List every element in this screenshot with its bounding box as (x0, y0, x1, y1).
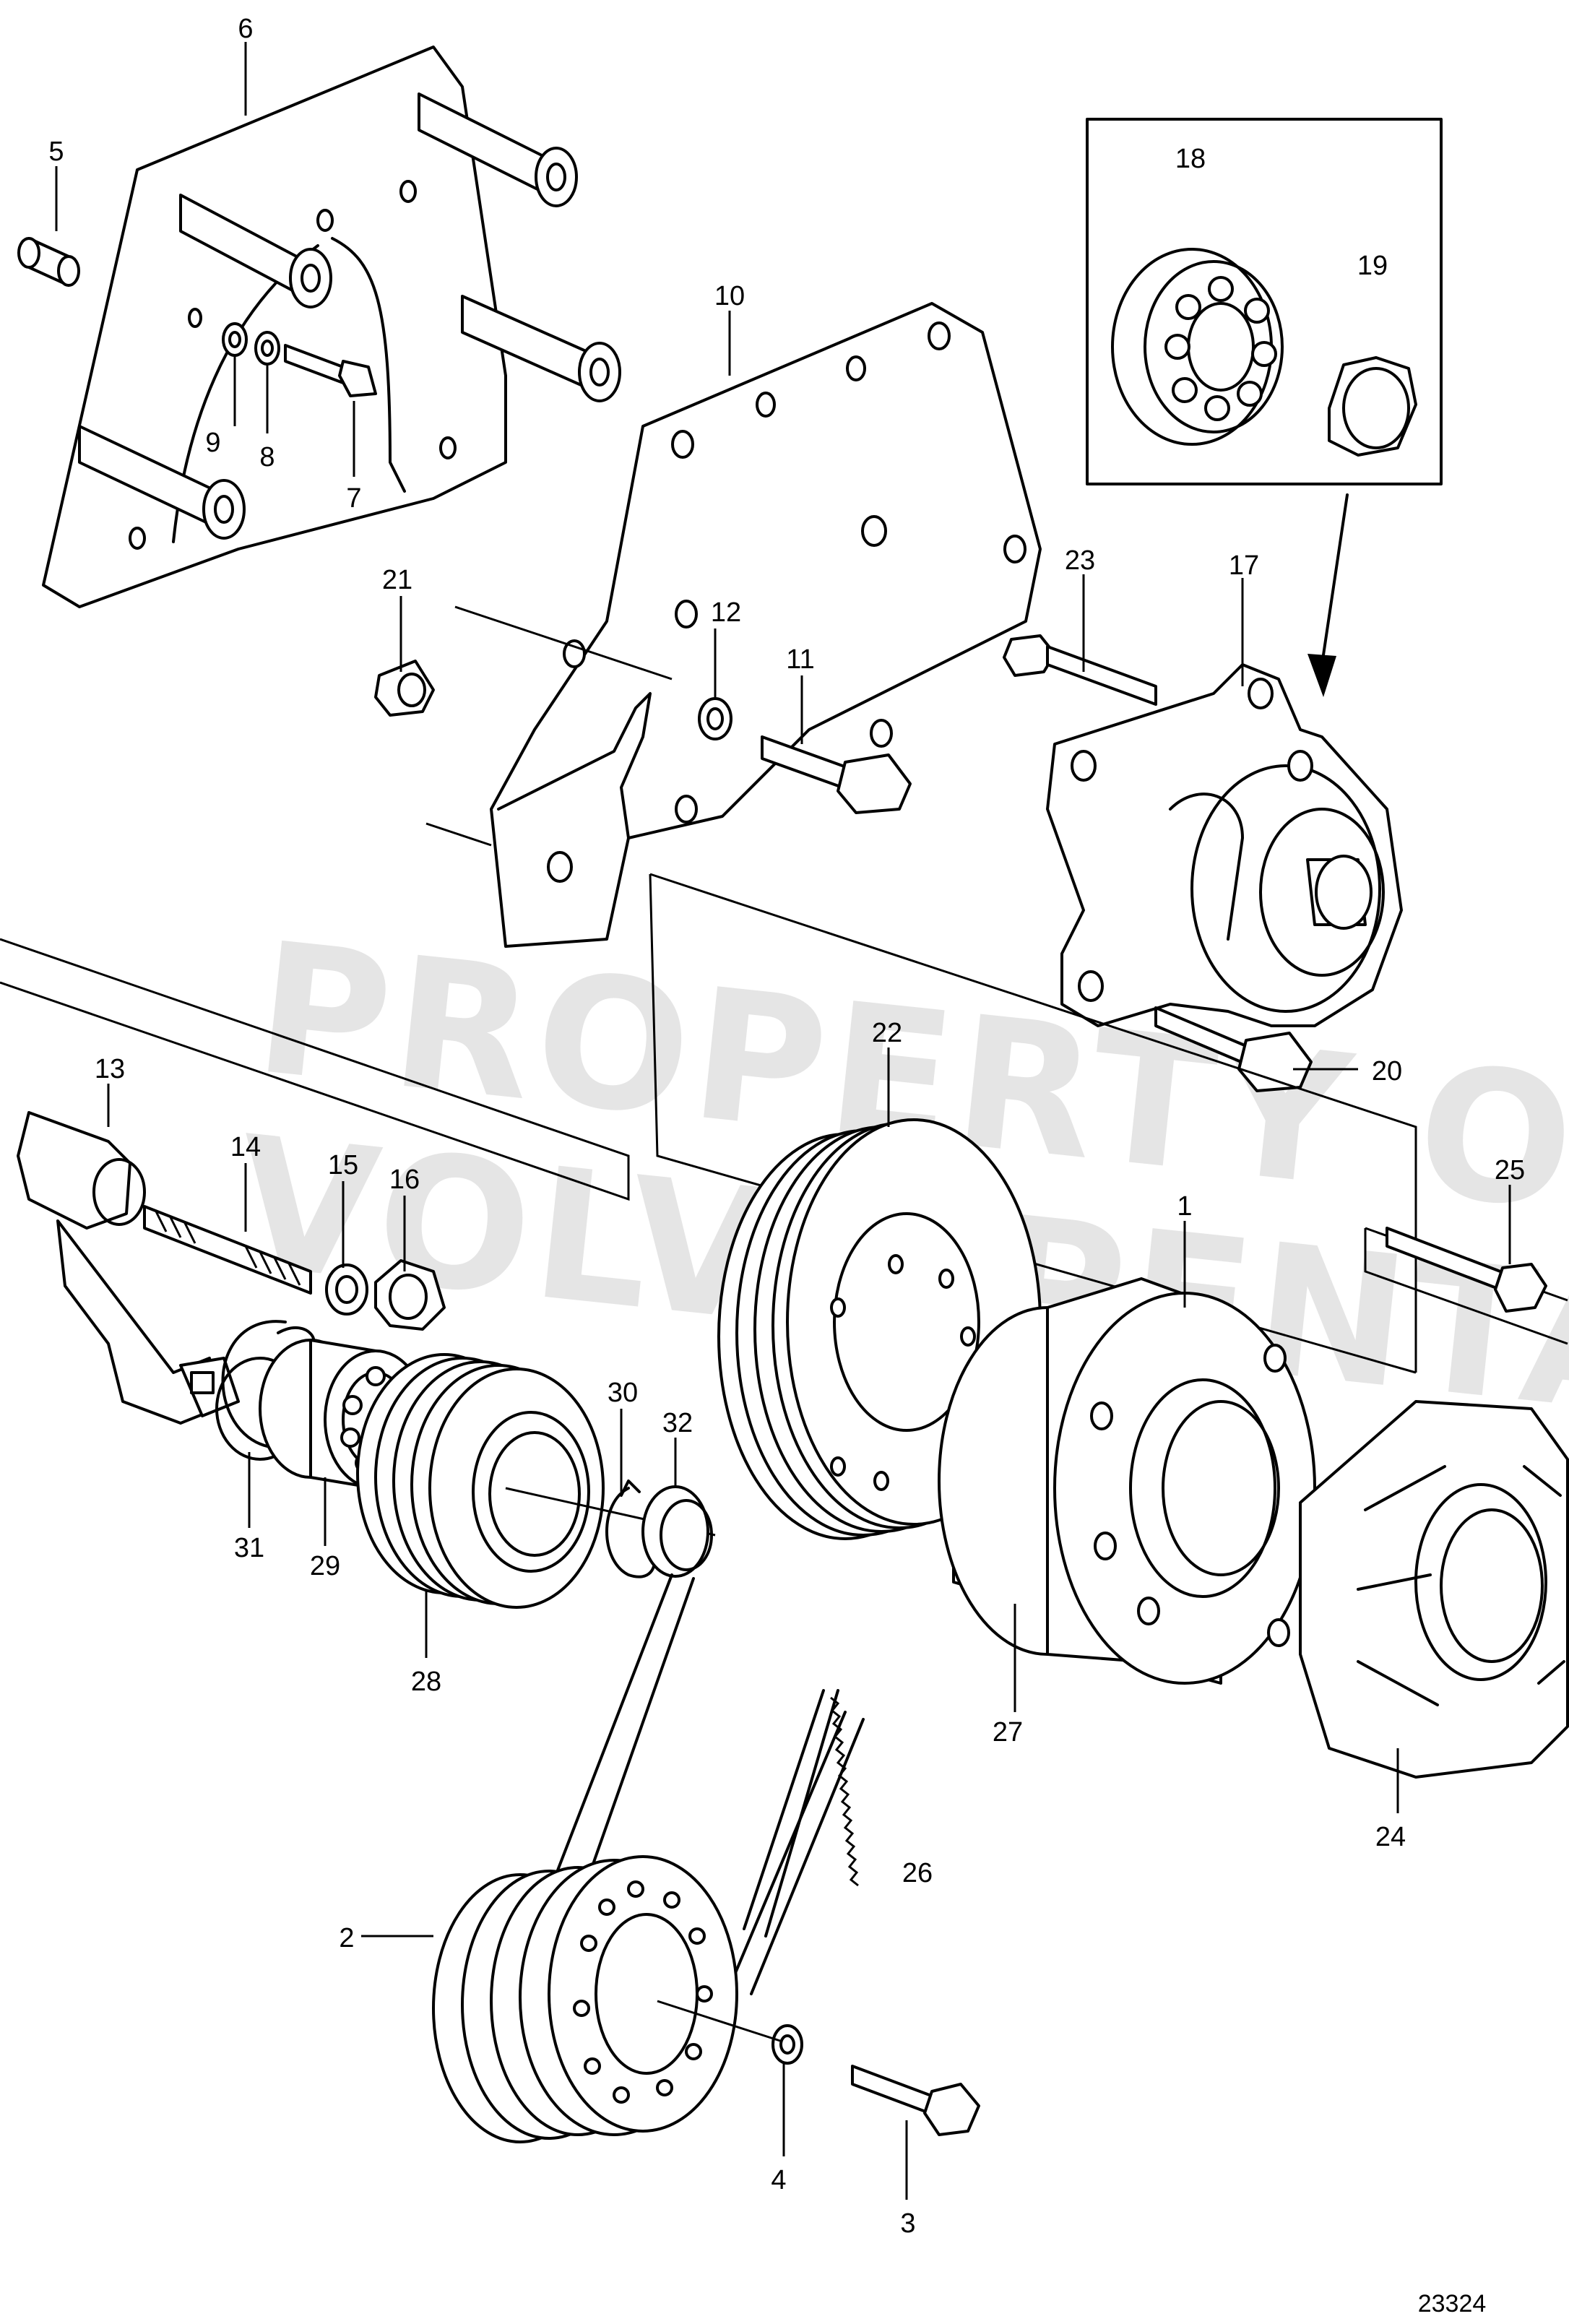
callout-8: 8 (259, 442, 275, 472)
sleeve-5 (17, 237, 80, 287)
callout-5: 5 (48, 137, 64, 167)
washer-32 (641, 1485, 713, 1578)
lock-nut-19 (1328, 356, 1417, 457)
bolt-25 (1386, 1227, 1547, 1313)
callout-24: 24 (1375, 1822, 1406, 1852)
callout-19: 19 (1357, 251, 1388, 281)
callout-1: 1 (1177, 1191, 1192, 1222)
callout-labels: 6 5 7 8 9 10 12 11 21 23 17 18 19 20 22 … (48, 14, 1525, 2239)
callout-6: 6 (238, 14, 253, 44)
callout-14: 14 (230, 1132, 261, 1162)
bolt-3 (851, 2065, 980, 2136)
callout-12: 12 (711, 597, 741, 628)
mounting-plate-10 (490, 302, 1042, 948)
drawing-number: 23324 (1418, 2290, 1487, 2317)
leader-lines (55, 42, 1511, 2200)
callout-16: 16 (389, 1165, 420, 1195)
callout-2: 2 (339, 1923, 354, 1953)
callout-23: 23 (1065, 545, 1095, 576)
callout-9: 9 (205, 428, 220, 458)
callout-10: 10 (714, 281, 745, 311)
callout-32: 32 (662, 1408, 693, 1438)
washer-15 (325, 1263, 368, 1316)
nut-16 (374, 1259, 446, 1331)
callout-31: 31 (234, 1533, 264, 1563)
pulley-2-holes (573, 1880, 713, 2104)
callout-27: 27 (993, 1717, 1023, 1748)
idler-pulley-28 (356, 1353, 605, 1609)
detail-arrow (1308, 493, 1349, 697)
bracket-6 (42, 46, 621, 608)
callout-18: 18 (1175, 144, 1206, 174)
callout-28: 28 (411, 1667, 441, 1697)
bearing-housing-17 (1046, 663, 1403, 1027)
inset-bearing-detail (1086, 118, 1443, 485)
callout-3: 3 (900, 2208, 915, 2239)
callout-15: 15 (328, 1150, 358, 1180)
callout-11: 11 (786, 644, 814, 675)
callout-22: 22 (872, 1018, 902, 1048)
flex-coupling-24 (1299, 1400, 1569, 1779)
callout-4: 4 (771, 2165, 786, 2195)
stud-14 (143, 1205, 312, 1295)
fasteners-11-12-21 (374, 660, 912, 814)
washer-4 (771, 2024, 803, 2065)
callout-17: 17 (1229, 550, 1259, 581)
callout-26: 26 (902, 1858, 933, 1888)
callout-25: 25 (1495, 1155, 1525, 1185)
ball-bearing-18 (1111, 248, 1284, 446)
callout-7: 7 (346, 483, 361, 514)
callout-29: 29 (310, 1551, 340, 1581)
callout-30: 30 (608, 1378, 638, 1408)
tensioner-arm-13 (17, 1111, 240, 1425)
circlip-30 (605, 1480, 657, 1578)
callout-13: 13 (95, 1054, 125, 1084)
callout-20: 20 (1372, 1056, 1402, 1087)
hub-1 (938, 1277, 1316, 1685)
bracket-studs (78, 92, 621, 540)
pulley-2 (432, 1855, 738, 2143)
callout-21: 21 (382, 565, 412, 595)
axis-line-2 (657, 2000, 781, 2042)
